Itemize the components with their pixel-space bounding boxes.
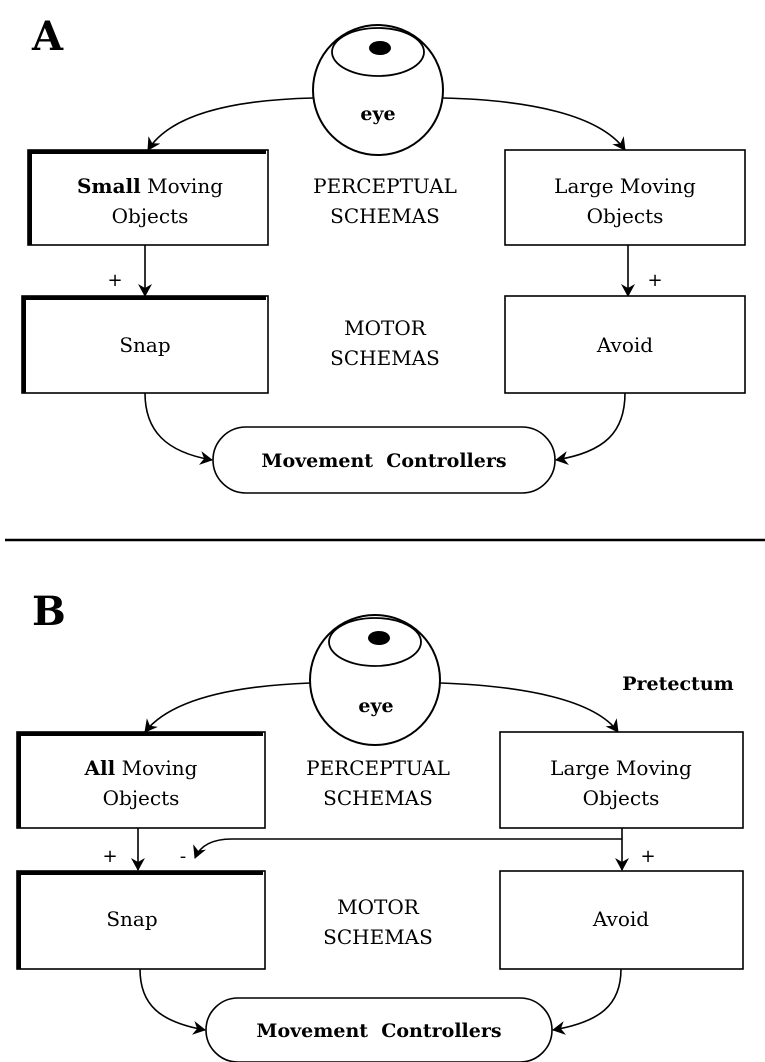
avoid-box: Avoid bbox=[504, 295, 746, 394]
panel-label: A bbox=[31, 13, 64, 60]
small-moving-objects-box: Small Moving Objects bbox=[27, 149, 269, 246]
box-label: Moving bbox=[141, 174, 223, 198]
eye-label: eye bbox=[358, 695, 393, 717]
box-label: Avoid bbox=[592, 907, 649, 931]
panel-a: A eye Small Moving Objects PERCEPTUAL SC… bbox=[21, 13, 746, 494]
arrow-snap-to-controllers bbox=[144, 392, 213, 465]
box-label: Objects bbox=[583, 786, 660, 810]
eye-icon bbox=[312, 24, 444, 156]
box-label-bold: All bbox=[84, 756, 116, 780]
box-label: Avoid bbox=[596, 333, 653, 357]
large-moving-objects-box: Large Moving Objects bbox=[504, 149, 746, 246]
eye-icon bbox=[309, 614, 441, 746]
excitatory-sign: + bbox=[102, 846, 117, 867]
box-label: Movement Controllers bbox=[261, 450, 506, 472]
box-label: Moving bbox=[115, 756, 197, 780]
svg-text:Small Moving: Small Moving bbox=[77, 174, 223, 198]
panel-label: B bbox=[32, 588, 66, 635]
panel-b: B eye Pretectum All Moving Objects PERCE… bbox=[16, 588, 744, 1062]
box-label: Large Moving bbox=[554, 174, 696, 198]
pretectum-label: Pretectum bbox=[622, 673, 734, 695]
motor-schemas-label: MOTOR bbox=[344, 316, 427, 340]
perceptual-schemas-label: SCHEMAS bbox=[330, 204, 440, 228]
box-label: Objects bbox=[587, 204, 664, 228]
arrow-avoid-to-controllers bbox=[552, 968, 622, 1035]
large-moving-objects-box: Large Moving Objects bbox=[499, 731, 744, 829]
arrow-eye-to-all bbox=[144, 682, 311, 733]
box-label-bold: Small bbox=[77, 174, 141, 198]
perceptual-schemas-label: PERCEPTUAL bbox=[306, 756, 450, 780]
arrow-eye-to-large bbox=[439, 682, 619, 733]
arrow-snap-to-controllers bbox=[139, 968, 206, 1035]
box-label: Large Moving bbox=[550, 756, 692, 780]
snap-box: Snap bbox=[16, 870, 266, 970]
box-label: Snap bbox=[119, 333, 170, 357]
perceptual-schemas-label: SCHEMAS bbox=[323, 786, 433, 810]
eye-label: eye bbox=[360, 103, 395, 125]
snap-box: Snap bbox=[21, 295, 269, 394]
motor-schemas-label: MOTOR bbox=[337, 895, 420, 919]
perceptual-schemas-label: PERCEPTUAL bbox=[313, 174, 457, 198]
excitatory-sign: + bbox=[107, 270, 122, 291]
box-label: Objects bbox=[112, 204, 189, 228]
svg-text:All Moving: All Moving bbox=[84, 756, 198, 780]
all-moving-objects-box: All Moving Objects bbox=[16, 731, 266, 829]
excitatory-sign: + bbox=[647, 270, 662, 291]
motor-schemas-label: SCHEMAS bbox=[330, 346, 440, 370]
movement-controllers-box: Movement Controllers bbox=[205, 997, 553, 1062]
movement-controllers-box: Movement Controllers bbox=[212, 426, 556, 494]
box-label: Objects bbox=[103, 786, 180, 810]
arrow-inhibit-large-to-snap bbox=[193, 838, 622, 859]
avoid-box: Avoid bbox=[499, 870, 744, 970]
arrow-eye-to-small bbox=[147, 97, 314, 151]
inhibitory-sign: - bbox=[180, 846, 187, 867]
motor-schemas-label: SCHEMAS bbox=[323, 925, 433, 949]
arrow-avoid-to-controllers bbox=[555, 392, 626, 465]
box-label: Movement Controllers bbox=[256, 1020, 501, 1042]
arrow-eye-to-large bbox=[442, 97, 626, 151]
excitatory-sign: + bbox=[640, 846, 655, 867]
box-label: Snap bbox=[106, 907, 157, 931]
